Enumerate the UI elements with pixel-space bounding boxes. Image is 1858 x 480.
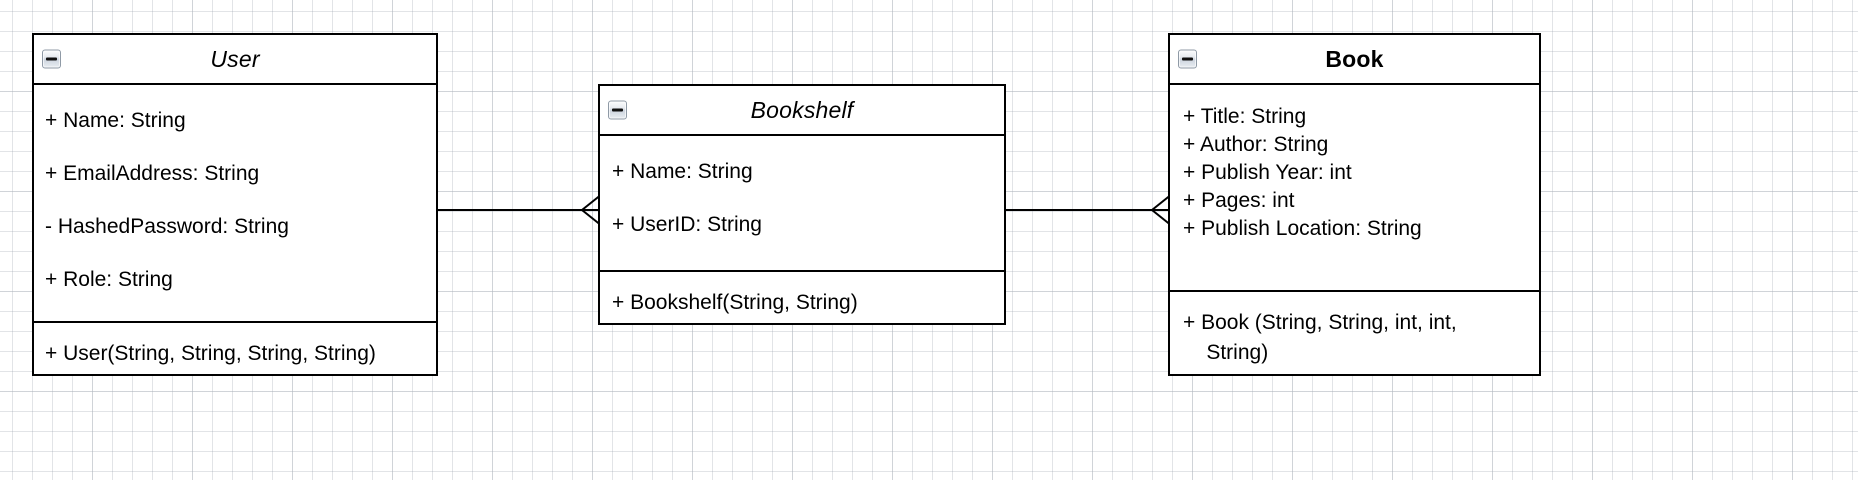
minus-icon[interactable] <box>42 49 61 69</box>
method-row[interactable]: + Bookshelf(String, String) <box>612 291 858 314</box>
minus-icon[interactable] <box>608 100 627 120</box>
class-methods-user: + User(String, String, String, String) <box>34 321 436 374</box>
class-header-book[interactable]: Book <box>1170 35 1539 85</box>
attribute-row[interactable]: + UserID: String <box>612 213 762 236</box>
minus-icon-bar <box>612 108 623 112</box>
attribute-row[interactable]: + Title: String <box>1183 105 1307 128</box>
class-header-user[interactable]: User <box>34 35 436 85</box>
attribute-row[interactable]: + Name: String <box>612 160 753 183</box>
attribute-row[interactable]: + Role: String <box>45 268 173 291</box>
class-title-user: User <box>210 45 260 72</box>
class-attributes-user: + Name: String + EmailAddress: String - … <box>34 85 436 321</box>
class-box-book[interactable]: Book + Title: String + Author: String + … <box>1168 33 1541 376</box>
attribute-row[interactable]: + EmailAddress: String <box>45 162 260 185</box>
connector-bookshelf-book-line[interactable] <box>1005 209 1170 211</box>
class-title-bookshelf: Bookshelf <box>750 96 854 123</box>
attribute-row[interactable]: - HashedPassword: String <box>45 215 289 238</box>
class-attributes-bookshelf: + Name: String + UserID: String <box>600 136 1004 270</box>
minus-icon-bar <box>46 57 57 61</box>
attribute-row[interactable]: + Name: String <box>45 109 186 132</box>
class-box-user[interactable]: User + Name: String + EmailAddress: Stri… <box>32 33 438 376</box>
method-row-continued[interactable]: String) <box>1183 341 1269 364</box>
minus-icon[interactable] <box>1178 49 1197 69</box>
attribute-row[interactable]: + Publish Year: int <box>1183 161 1352 184</box>
class-methods-bookshelf: + Bookshelf(String, String) <box>600 270 1004 323</box>
attribute-row[interactable]: + Publish Location: String <box>1183 217 1422 240</box>
attribute-row[interactable]: + Pages: int <box>1183 189 1295 212</box>
attribute-row[interactable]: + Author: String <box>1183 133 1329 156</box>
method-row[interactable]: + Book (String, String, int, int, <box>1183 311 1457 334</box>
class-header-bookshelf[interactable]: Bookshelf <box>600 86 1004 136</box>
class-box-bookshelf[interactable]: Bookshelf + Name: String + UserID: Strin… <box>598 84 1006 325</box>
method-row[interactable]: + User(String, String, String, String) <box>45 342 376 365</box>
minus-icon-bar <box>1182 57 1193 61</box>
class-title-book: Book <box>1325 45 1384 72</box>
connector-user-bookshelf-line[interactable] <box>437 209 600 211</box>
class-attributes-book: + Title: String + Author: String + Publi… <box>1170 85 1539 290</box>
class-methods-book: + Book (String, String, int, int, String… <box>1170 290 1539 374</box>
